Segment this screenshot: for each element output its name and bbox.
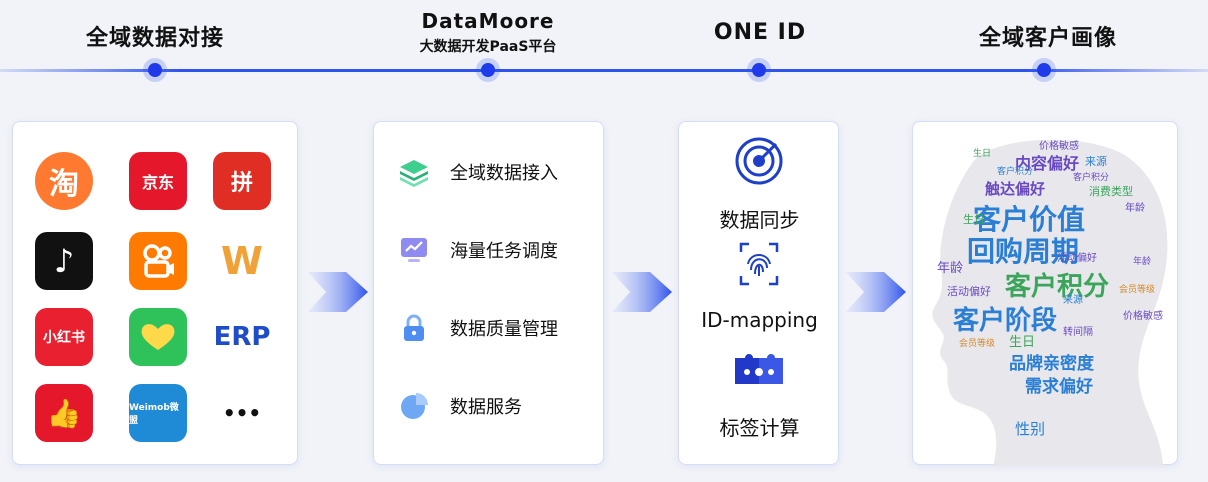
app-icon-erp: ERP [213,308,271,366]
timeline-dot-1 [143,58,167,82]
app-icon-pinduoduo: 拼 [213,152,271,210]
cloud-word-minor: 生日 [963,213,985,226]
cloud-word-main: 客户积分 [1005,272,1110,302]
app-icon-weidian: W [213,232,271,290]
feature-data-quality: 数据质量管理 [398,312,558,344]
app-label: 淘 [49,167,79,202]
feature-label: 全域数据接入 [450,163,558,184]
app-icon-taobao: 淘 [35,152,93,210]
stage-title-datamoore: DataMoore [421,9,555,33]
idstep-label-tagging: 标签计算 [719,416,800,440]
cloud-word-minor: 性别 [1015,420,1046,438]
app-icon-more: ••• [213,384,271,442]
app-label: 拼 [230,171,253,196]
stage-subtitle-datamoore: 大数据开发PaaS平台 [419,39,557,55]
sync-icon [735,137,783,185]
cloud-word-main: 品牌亲密度 [1009,354,1094,374]
layers-icon [398,156,430,188]
idstep-label-idmapping: ID-mapping [701,308,818,332]
card-datamoore: 全域数据接入 海量任务调度 数据质量管理 数据服务 [373,121,604,465]
lock-icon [398,312,430,344]
cloud-word-minor: 年龄 [1133,257,1152,267]
feature-task-scheduling: 海量任务调度 [398,234,558,266]
timeline [0,69,1208,72]
cloud-word-main: 客户价值 [973,203,1086,236]
feature-label: 海量任务调度 [450,241,558,262]
cloud-word-minor: 会员等级 [1119,285,1156,295]
cloud-word-minor: 客户积分 [1073,173,1110,183]
head-silhouette [932,139,1168,466]
cloud-word-minor: 价格敏感 [1039,141,1079,152]
card-customer-profile: 客户价值回购周期客户积分客户阶段品牌亲密度需求偏好触达偏好内容偏好价格敏感来源消… [912,121,1179,466]
feature-data-service: 数据服务 [398,390,522,422]
timeline-dot-3 [747,58,771,82]
cloud-word-minor: 来源 [1085,155,1107,168]
arrow-right-icon [846,272,906,312]
stage-title-oneid: ONE ID [713,20,807,45]
cloud-word-minor: 转间隔 [1063,327,1093,338]
timeline-dot-2 [476,58,500,82]
cloud-word-main: 触达偏好 [985,180,1046,198]
app-label: W [221,239,263,283]
card-oneid: 数据同步 ID-mapping 标签计算 [678,121,839,465]
cloud-word-main: 需求偏好 [1025,377,1093,397]
cloud-word-main: 内容偏好 [1015,154,1080,173]
fingerprint-icon [739,242,779,286]
feature-label: 数据质量管理 [450,319,558,340]
app-icon-wechat-mini [129,308,187,366]
card-data-sources: 淘 京东 拼 ♪ W 小红书 ERP 👍 Weimob微盟 ••• [12,121,298,465]
app-icon-weimob: Weimob微盟 [129,384,187,442]
cloud-word-minor: 活动偏好 [1057,253,1097,264]
cloud-word-minor: 价格敏感 [1123,311,1163,322]
cloud-word-main: 回购周期 [967,235,1080,268]
idstep-label-sync: 数据同步 [719,208,800,232]
app-label: 京东 [141,173,174,192]
app-icon-douyin: ♪ [35,232,93,290]
stage-title-profile: 全域客户画像 [978,26,1117,51]
cloud-word-minor: 来源 [1063,295,1083,306]
app-icon-xiaohongshu: 小红书 [35,308,93,366]
cloud-word-minor: 生日 [1009,335,1036,350]
cloud-word-minor: 活动偏好 [947,285,991,298]
feature-data-ingest: 全域数据接入 [398,156,558,188]
monitor-chart-icon [398,234,430,266]
app-label: ••• [222,401,262,425]
puzzle-icon [735,354,783,384]
app-label: ERP [213,322,271,352]
arrow-right-icon [612,272,672,312]
camera-icon [143,244,174,278]
cloud-word-main: 客户阶段 [953,306,1058,336]
cloud-word-minor: 会员等级 [959,339,996,349]
app-label: ♪ [53,242,75,280]
app-label: 小红书 [43,330,85,346]
cloud-word-minor: 生日 [973,149,992,159]
cloud-word-minor: 年龄 [1125,203,1145,214]
feature-label: 数据服务 [450,397,522,418]
app-label: Weimob微盟 [129,403,179,426]
word-cloud: 客户价值回购周期客户积分客户阶段品牌亲密度需求偏好触达偏好内容偏好价格敏感来源消… [913,122,1179,466]
app-icon-jd: 京东 [129,152,187,210]
arrow-right-icon [308,272,368,312]
stage-title-integration: 全域数据对接 [85,26,224,51]
cloud-word-minor: 消费类型 [1089,185,1133,198]
cloud-word-minor: 年龄 [937,261,964,276]
pie-icon [398,390,430,422]
timeline-dot-4 [1032,58,1056,82]
cloud-word-minor: 客户积分 [997,167,1034,177]
app-icon-kuaishou [129,232,187,290]
heart-icon [141,324,175,350]
app-icon-thumb-app: 👍 [35,384,93,442]
app-label: 👍 [46,396,82,430]
